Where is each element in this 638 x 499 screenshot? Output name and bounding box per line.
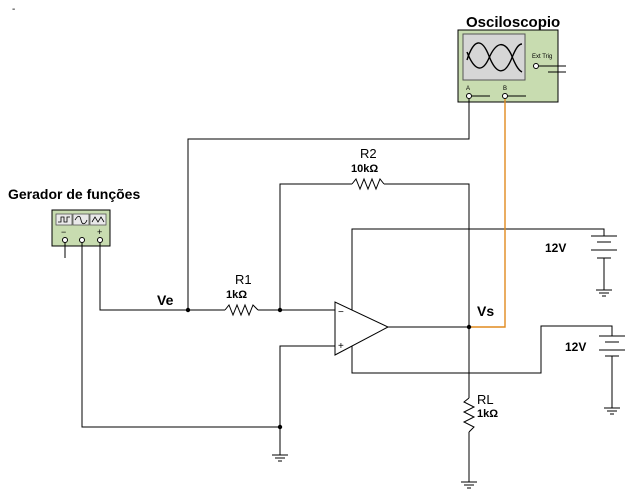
- wire-noninverting-ground: [279, 345, 335, 455]
- wires: [64, 99, 613, 482]
- r1-name: R1: [235, 272, 252, 287]
- generator-minus-label: −: [61, 227, 66, 237]
- resistor-r1[interactable]: R1 1kΩ: [224, 272, 259, 317]
- channel-b-label: B: [503, 86, 507, 92]
- wire-supply-bottom: [351, 325, 613, 374]
- vs-label: Vs: [477, 303, 494, 319]
- oscilloscope-waveform-a: [466, 42, 523, 72]
- opamp-minus-label: −: [338, 307, 344, 318]
- opamp-plus-label: +: [338, 341, 344, 352]
- junctions: [185, 307, 472, 430]
- battery-bottom[interactable]: 12V: [565, 335, 625, 357]
- generator-minus-terminal[interactable]: [62, 237, 68, 243]
- junction-inverting: [277, 307, 283, 313]
- r2-zigzag: [351, 177, 385, 191]
- wire-generator-plus: [99, 243, 225, 311]
- oscilloscope-waveform-b: [466, 44, 523, 73]
- r1-zigzag: [224, 303, 259, 317]
- oscilloscope-screen: [462, 33, 526, 81]
- function-generator-title: Gerador de funções: [8, 186, 140, 202]
- r1-value: 1kΩ: [226, 289, 247, 301]
- ground-load: [461, 481, 477, 489]
- rl-name: RL: [477, 392, 494, 407]
- ground-supply-bottom: [604, 407, 620, 415]
- wire-generator-common: [81, 243, 280, 428]
- junction-ground: [277, 424, 283, 430]
- wire-feedback-left: [279, 183, 352, 310]
- wire-feedback-right: [384, 183, 470, 327]
- ve-label: Ve: [157, 292, 174, 308]
- ext-trig-terminal[interactable]: [533, 63, 539, 69]
- rl-zigzag: [462, 397, 476, 433]
- junction-output: [466, 324, 472, 330]
- function-generator[interactable]: Gerador de funções − +: [8, 186, 140, 247]
- r2-value: 10kΩ: [351, 163, 378, 175]
- oscilloscope[interactable]: Osciloscopio Ext Trig A B: [457, 14, 566, 103]
- ground-symbols: [272, 289, 620, 489]
- ext-trig-label: Ext Trig: [532, 54, 552, 60]
- generator-plus-terminal[interactable]: [97, 237, 103, 243]
- rl-value: 1kΩ: [477, 408, 498, 420]
- wire-vs-to-scope-b: [469, 99, 506, 328]
- opamp[interactable]: − +: [334, 301, 390, 356]
- channel-b-terminal[interactable]: [502, 93, 508, 99]
- sine-wave-icon: [74, 215, 88, 225]
- wire-ve-to-scope-a: [187, 99, 470, 310]
- resistor-r2[interactable]: R2 10kΩ: [351, 146, 385, 191]
- corner-mark: -: [12, 4, 15, 15]
- junction-ve: [185, 307, 191, 313]
- supply-top-voltage: 12V: [545, 241, 566, 255]
- ground-supply-top: [596, 289, 612, 297]
- generator-plus-label: +: [97, 227, 102, 237]
- square-wave-icon: [58, 216, 70, 223]
- triangle-wave-icon: [91, 216, 105, 223]
- supply-bottom-voltage: 12V: [565, 340, 586, 354]
- generator-common-terminal[interactable]: [79, 237, 85, 243]
- triangle-wave-button[interactable]: [89, 213, 107, 226]
- battery-top[interactable]: 12V: [545, 235, 617, 259]
- resistor-rl[interactable]: RL 1kΩ: [462, 392, 498, 433]
- opamp-triangle: [334, 301, 390, 356]
- ground-noninverting: [272, 454, 288, 462]
- channel-a-label: A: [466, 86, 470, 92]
- oscilloscope-title: Osciloscopio: [466, 14, 560, 31]
- channel-a-terminal[interactable]: [466, 93, 472, 99]
- r2-name: R2: [360, 146, 377, 161]
- wire-supply-top: [351, 228, 605, 311]
